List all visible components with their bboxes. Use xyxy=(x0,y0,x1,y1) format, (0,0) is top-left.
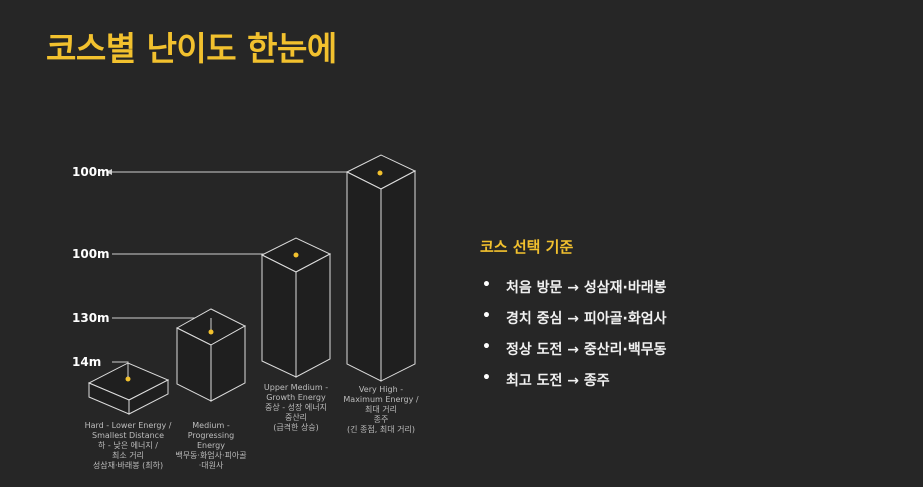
list-item-text: 최고 도전 → 종주 xyxy=(506,373,610,389)
block-medium-dot xyxy=(208,329,214,335)
bullet-icon: • xyxy=(482,308,491,324)
caption-line: 최소 거리 xyxy=(112,451,144,460)
list-item-text: 경치 중심 → 피아골·화엄사 xyxy=(506,311,667,327)
panel-heading: 코스 선택 기준 xyxy=(480,238,574,256)
caption-line: Smallest Distance xyxy=(92,431,164,440)
caption-line: Growth Energy xyxy=(266,393,326,402)
block-hard-caption: Hard - Lower Energy / Smallest Distance … xyxy=(66,421,190,471)
list-item-text: 정상 도전 → 중산리·백무동 xyxy=(506,342,667,358)
caption-courses: 중산리 xyxy=(284,413,308,422)
caption-line: 중상 - 성장 에너지 xyxy=(264,403,328,412)
block-very-high-dot xyxy=(377,170,383,176)
caption-line: 하 - 낮은 에너지 / xyxy=(98,441,158,450)
block-medium-caption: Medium - Progressing Energy 백무동·화엄사·피아골 … xyxy=(171,421,251,471)
list-item: • 경치 중심 → 피아골·화엄사 xyxy=(480,308,666,339)
caption-line: Upper Medium - xyxy=(263,383,329,392)
caption-line: Energy xyxy=(196,441,225,450)
list-item-text: 처음 방문 → 성삼재·바래봉 xyxy=(506,280,667,296)
bullet-icon: • xyxy=(482,339,491,355)
criteria-list: • 처음 방문 → 성삼재·바래봉 • 경치 중심 → 피아골·화엄사 • 정상 도전… xyxy=(480,277,666,401)
caption-courses: 종주 xyxy=(373,415,389,424)
selection-criteria-panel: 코스 선택 기준 • 처음 방문 → 성삼재·바래봉 • 경치 중심 → 피아골·화… xyxy=(480,236,666,401)
page-title: 코스별 난이도 한눈에 xyxy=(46,29,337,68)
block-very-high xyxy=(345,154,417,382)
caption-courses: ·대원사 xyxy=(198,461,224,470)
caption-courses: 성삼재·바래봉 (최하) xyxy=(92,461,164,470)
caption-line: Maximum Energy / xyxy=(343,395,419,404)
caption-courses: (급격한 상승) xyxy=(273,423,319,432)
caption-line: Medium - xyxy=(192,421,230,430)
list-item: • 처음 방문 → 성삼재·바래봉 xyxy=(480,277,666,308)
block-medium xyxy=(175,308,247,402)
caption-line: Hard - Lower Energy / xyxy=(84,421,172,430)
list-item: • 정상 도전 → 중산리·백무동 xyxy=(480,339,666,370)
caption-courses: (긴 종점, 최대 거리) xyxy=(347,425,415,434)
level-label-2: 100m xyxy=(72,247,110,261)
block-upper-medium xyxy=(260,237,332,378)
level-label-3: 130m xyxy=(72,311,110,325)
level-label-4: 14m xyxy=(72,355,102,369)
block-upper-medium-dot xyxy=(293,252,299,258)
level-label-1: 100m xyxy=(72,165,110,179)
caption-line: 최대 거리 xyxy=(365,405,397,414)
caption-courses: 백무동·화엄사·피아골 xyxy=(175,451,247,460)
caption-line: Very High - xyxy=(358,385,404,394)
block-upper-medium-caption: Upper Medium - Growth Energy 중상 - 성장 에너지… xyxy=(250,383,342,433)
block-hard xyxy=(87,362,170,415)
bullet-icon: • xyxy=(482,277,491,293)
list-item: • 최고 도전 → 종주 xyxy=(480,370,666,401)
bullet-icon: • xyxy=(482,370,491,386)
caption-line: Progressing xyxy=(187,431,235,440)
block-very-high-caption: Very High - Maximum Energy / 최대 거리 종주 (긴… xyxy=(334,385,428,435)
block-hard-dot xyxy=(125,376,131,382)
